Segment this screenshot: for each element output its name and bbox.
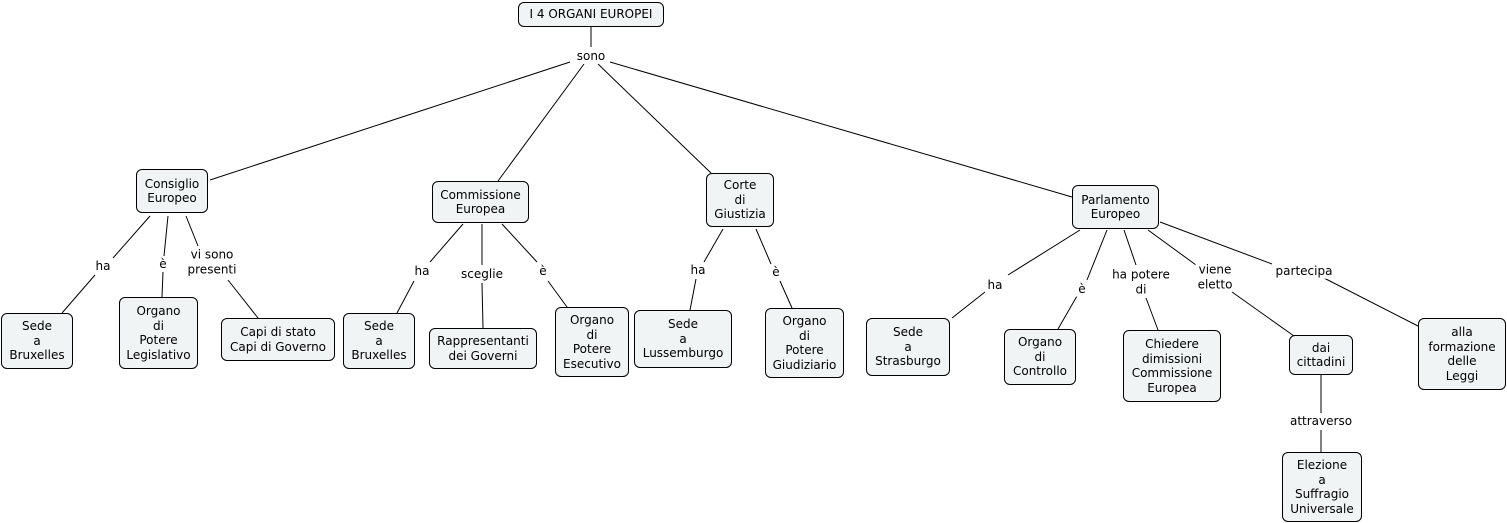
- link-label-commissione-sceglie: sceglie: [459, 266, 505, 282]
- node-parlamento-formazione[interactable]: alla formazione delle Leggi: [1418, 318, 1506, 390]
- node-corte-sede[interactable]: Sede a Lussemburgo: [634, 310, 732, 368]
- link-label-parlamento-ha-potere: ha potere di: [1110, 267, 1172, 297]
- node-parlamento-cittadini[interactable]: dai cittadini: [1289, 335, 1353, 375]
- node-consiglio-organo[interactable]: Organo di Potere Legislativo: [119, 297, 198, 369]
- node-consiglio-capi[interactable]: Capi di stato Capi di Governo: [221, 318, 335, 361]
- link-label-consiglio-e: è: [157, 256, 169, 272]
- link-label-parlamento-ha: ha: [985, 277, 1005, 293]
- link-label-parlamento-viene-eletto: viene eletto: [1195, 262, 1235, 292]
- node-commissione-sede[interactable]: Sede a Bruxelles: [343, 313, 415, 369]
- node-commissione-organo[interactable]: Organo di Potere Esecutivo: [555, 307, 629, 377]
- node-parlamento-chiedere[interactable]: Chiedere dimissioni Commissione Europea: [1123, 330, 1221, 402]
- node-parlamento-europeo[interactable]: Parlamento Europeo: [1072, 185, 1159, 229]
- node-commissione-europea[interactable]: Commissione Europea: [432, 181, 529, 223]
- node-consiglio-europeo[interactable]: Consiglio Europeo: [136, 169, 208, 213]
- link-label-corte-ha: ha: [688, 262, 708, 278]
- link-label-parlamento-partecipa: partecipa: [1273, 263, 1335, 279]
- link-label-attraverso: attraverso: [1287, 413, 1355, 429]
- link-label-commissione-ha: ha: [412, 263, 432, 279]
- node-commissione-rappresentanti[interactable]: Rappresentanti dei Governi: [429, 328, 537, 369]
- link-label-corte-e: è: [770, 264, 782, 280]
- node-root[interactable]: I 4 ORGANI EUROPEI: [518, 2, 664, 27]
- link-label-commissione-e: è: [537, 263, 549, 279]
- node-corte-organo[interactable]: Organo di Potere Giudiziario: [765, 308, 844, 378]
- node-consiglio-sede[interactable]: Sede a Bruxelles: [1, 313, 73, 369]
- link-label-consiglio-ha: ha: [93, 258, 113, 274]
- link-label-sono: sono: [574, 48, 608, 64]
- node-parlamento-organo[interactable]: Organo di Controllo: [1004, 329, 1076, 385]
- node-parlamento-elezione[interactable]: Elezione a Suffragio Universale: [1282, 452, 1362, 522]
- link-label-consiglio-vi-sono: vi sono presenti: [185, 247, 239, 277]
- link-label-parlamento-e: è: [1076, 281, 1088, 297]
- node-parlamento-sede[interactable]: Sede a Strasburgo: [866, 318, 950, 376]
- node-corte-di-giustizia[interactable]: Corte di Giustizia: [706, 173, 774, 227]
